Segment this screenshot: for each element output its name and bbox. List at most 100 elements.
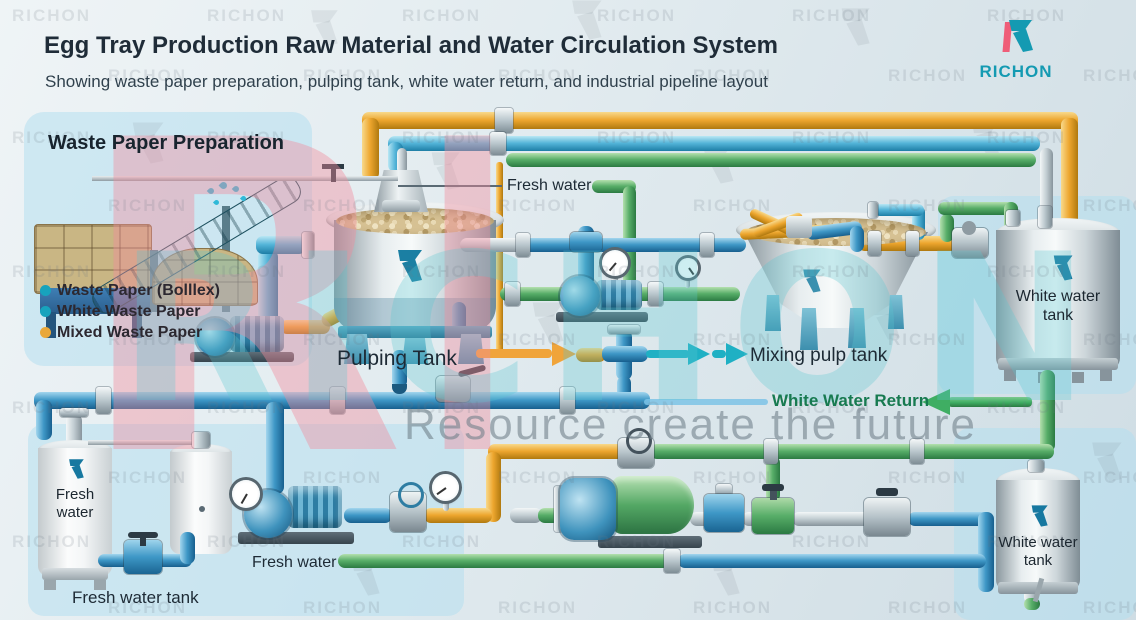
pipe-pulp-feed-top (362, 112, 1078, 129)
page-title: Egg Tray Production Raw Material and Wat… (44, 32, 778, 59)
valve-handwheel (398, 482, 424, 508)
watermark-tile-text: RICHON (12, 6, 92, 25)
white-water-tank-bottom-label: White water tank (998, 534, 1078, 569)
pipe-coupling (330, 387, 345, 414)
page-subtitle: Showing waste paper preparation, pulping… (45, 72, 768, 91)
white-water-tank-top-body (996, 230, 1120, 370)
mixing-top-pipe-elbow (850, 226, 864, 252)
valve-cross-horizontal (602, 346, 648, 362)
pipe-coupling (505, 282, 520, 306)
pipe-pulp-transfer-silver (460, 238, 524, 252)
mixing-tank-leg (888, 295, 904, 329)
brand-logo-text: RICHON (979, 62, 1053, 81)
tank-foot (94, 580, 106, 590)
prep-pump-head (196, 318, 234, 356)
gauge-stem (443, 499, 449, 511)
pipe-560-green (338, 554, 670, 568)
prep-pump-motor (230, 316, 284, 352)
platform-leg (132, 312, 142, 338)
pulp-flow-arrow2-icon (688, 343, 710, 365)
pipe-prep-elbow (256, 236, 306, 254)
tank2-cap (192, 432, 210, 448)
pipe-coupling (560, 387, 575, 414)
white-water-tank-top-rim (998, 358, 1118, 370)
pipe-process-water-top (388, 136, 1040, 151)
legend-label: Mixed Waste Paper (57, 323, 203, 341)
pulp-flow-arrow3-shaft (712, 350, 726, 358)
valve-stem (770, 488, 777, 500)
agitator-collar (382, 200, 420, 212)
fresh-water-inlet-label: Fresh water (507, 177, 592, 194)
richon-r-icon (1031, 505, 1048, 527)
tank-top-flange (1006, 210, 1020, 226)
pipe-515-blue1 (344, 508, 392, 523)
watermark-tile-text: RICHON (498, 598, 578, 617)
pipe-flange (60, 408, 88, 417)
watermark-tile-text: RICHON (1083, 66, 1136, 85)
watermark-tile-text: RICHON (693, 598, 773, 617)
legend-dot-icon (40, 285, 51, 296)
richon-r-icon (1053, 255, 1073, 281)
pipe-pulp-out (280, 320, 330, 334)
pipe-coupling (764, 439, 778, 464)
pipe-arc-up (940, 214, 954, 242)
watermark-tile-text: RICHON (498, 196, 578, 215)
pipe-fresh-main-elbow (36, 400, 52, 440)
gauge-stem (685, 276, 690, 288)
pipe-coupling (700, 233, 714, 257)
valve-fresh-main (436, 376, 470, 402)
pipe-515-blue2 (908, 512, 988, 526)
valve-515-d (864, 498, 910, 536)
pipe-coupling (490, 132, 506, 155)
main-pump-motor (612, 476, 694, 534)
watermark-tile-text: RICHON (693, 468, 773, 487)
mixing-agitator-motor (786, 216, 812, 238)
valve-stem (140, 536, 146, 546)
fresh-water-tank-skirt (42, 568, 108, 580)
transfer-pump-base (556, 312, 648, 322)
brand-logo: RICHON (962, 16, 1070, 82)
pipe-tank2-in (180, 532, 195, 564)
pulping-tank-leg (344, 334, 370, 364)
pressure-gauge (232, 480, 260, 508)
fresh-water-pump-label: Fresh water (252, 554, 337, 571)
watermark-tile-text: RICHON (792, 532, 872, 551)
valve-pumpA-top (570, 232, 602, 252)
pipe-return-down (1040, 370, 1055, 452)
pulping-tank-side-drain (452, 302, 466, 332)
return-arrow-shaft (948, 397, 1032, 407)
valve-wheel-bar (762, 484, 784, 491)
fresh-water-leader-line (398, 185, 502, 187)
pipe-flange (302, 232, 314, 258)
pipe-coupling (910, 439, 924, 464)
pipe-cap (868, 202, 878, 218)
pipe-coupling (868, 231, 881, 256)
valve-top-stub (716, 484, 732, 496)
prep-pump-base (190, 352, 294, 362)
watermark-r-icon (841, 8, 870, 46)
pipe-coupling (648, 282, 663, 306)
pipe-coupling (664, 549, 680, 573)
pipe-vent-horizontal (874, 204, 924, 216)
pipe-coupling (906, 231, 919, 256)
tank-cap (1028, 460, 1044, 472)
valve-handle (128, 532, 158, 538)
pipe-pulp-feed-drop-right (1061, 118, 1078, 234)
pipe-515-silver1 (510, 508, 542, 523)
legend-label: White Waste Paper (57, 302, 201, 320)
tank-top-flange (1038, 206, 1052, 228)
transfer-pump-motor (596, 280, 642, 310)
fresh-water-tank-label: Fresh water (55, 486, 95, 521)
pipe-515-yellow (424, 508, 492, 523)
pressure-gauge-small (678, 258, 698, 278)
valve-515-blue-tee (704, 494, 744, 532)
legend: Waste Paper (Bolllex) White Waste Paper … (40, 280, 220, 343)
tank-foot (1004, 370, 1016, 381)
valve-top-flange (608, 325, 640, 334)
pulping-tank-leg (402, 338, 428, 364)
watermark-tile-text: RICHON (597, 6, 677, 25)
pipe-515-down (978, 512, 994, 592)
legend-item: Mixed Waste Paper (40, 322, 220, 343)
tank-foot (44, 580, 56, 590)
